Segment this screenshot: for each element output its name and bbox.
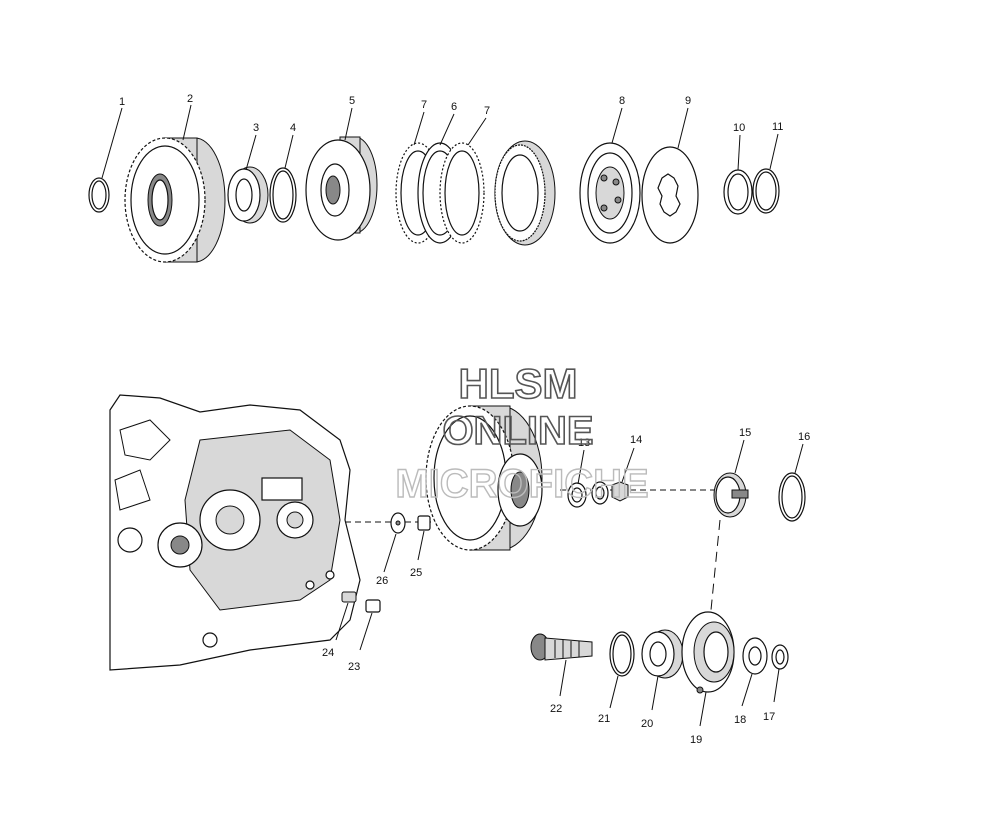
part-3-bearing — [227, 166, 269, 224]
part-14-nut — [591, 481, 629, 505]
part-8-pressure-plate — [579, 142, 641, 244]
part-20-bearing — [641, 629, 684, 679]
callout-22: 22 — [550, 703, 562, 715]
callout-15: 15 — [739, 427, 751, 439]
part-2-clutch-gear — [124, 137, 226, 263]
part-25-pin — [417, 515, 431, 531]
part-19-release-plate — [681, 611, 735, 694]
watermark-line-2: ONLINE — [442, 409, 593, 453]
callout-26: 26 — [376, 575, 388, 587]
callout-18: 18 — [734, 714, 746, 726]
part-15-adjuster-assembly — [713, 472, 749, 518]
primary-case-assembly — [109, 394, 361, 671]
part-26-washer — [390, 512, 406, 534]
watermark-line-3: MICROFICHE — [395, 462, 648, 506]
callout-7a: 7 — [421, 99, 427, 111]
callout-11: 11 — [772, 121, 783, 133]
callout-3: 3 — [253, 122, 259, 134]
callout-6: 6 — [451, 101, 457, 113]
callout-19: 19 — [690, 734, 702, 746]
callout-20: 20 — [641, 718, 653, 730]
callout-25: 25 — [410, 567, 422, 579]
primary-clutch-gear — [425, 405, 543, 551]
callout-5: 5 — [349, 95, 355, 107]
callout-23: 23 — [348, 661, 360, 673]
part-16-snap-ring — [778, 472, 806, 522]
part-5-clutch-hub — [305, 136, 378, 241]
callout-13: 13 — [578, 437, 590, 449]
callout-8: 8 — [619, 95, 625, 107]
part-7-friction-plate-b — [439, 142, 485, 244]
callout-2: 2 — [187, 93, 193, 105]
watermark: HLSM ONLINE MICROFICHE — [395, 359, 650, 507]
callout-14: 14 — [630, 434, 642, 446]
callout-1: 1 — [119, 96, 125, 108]
watermark-line-1: HLSM — [459, 360, 578, 407]
part-10-retaining-ring — [723, 169, 753, 215]
part-21-retaining-ring — [609, 631, 635, 677]
callout-21: 21 — [598, 713, 610, 725]
part-17-nut — [771, 644, 789, 670]
callout-10: 10 — [733, 122, 745, 134]
clutch-basket — [494, 140, 556, 246]
part-11-snap-ring — [752, 168, 780, 214]
part-22-adjusting-screw — [530, 633, 593, 661]
part-13-washer — [567, 482, 587, 508]
callout-4: 4 — [290, 122, 296, 134]
callout-17: 17 — [763, 711, 775, 723]
part-23-dowel-pin — [365, 599, 381, 613]
callout-24: 24 — [322, 647, 334, 659]
part-1-snap-ring — [88, 177, 110, 213]
part-18-washer — [742, 637, 768, 675]
callout-9: 9 — [685, 95, 691, 107]
callout-16: 16 — [798, 431, 810, 443]
part-4-retaining-ring — [269, 167, 297, 223]
callout-7b: 7 — [484, 105, 490, 117]
part-24-setscrew — [341, 591, 357, 603]
part-9-diaphragm-spring — [641, 146, 699, 244]
